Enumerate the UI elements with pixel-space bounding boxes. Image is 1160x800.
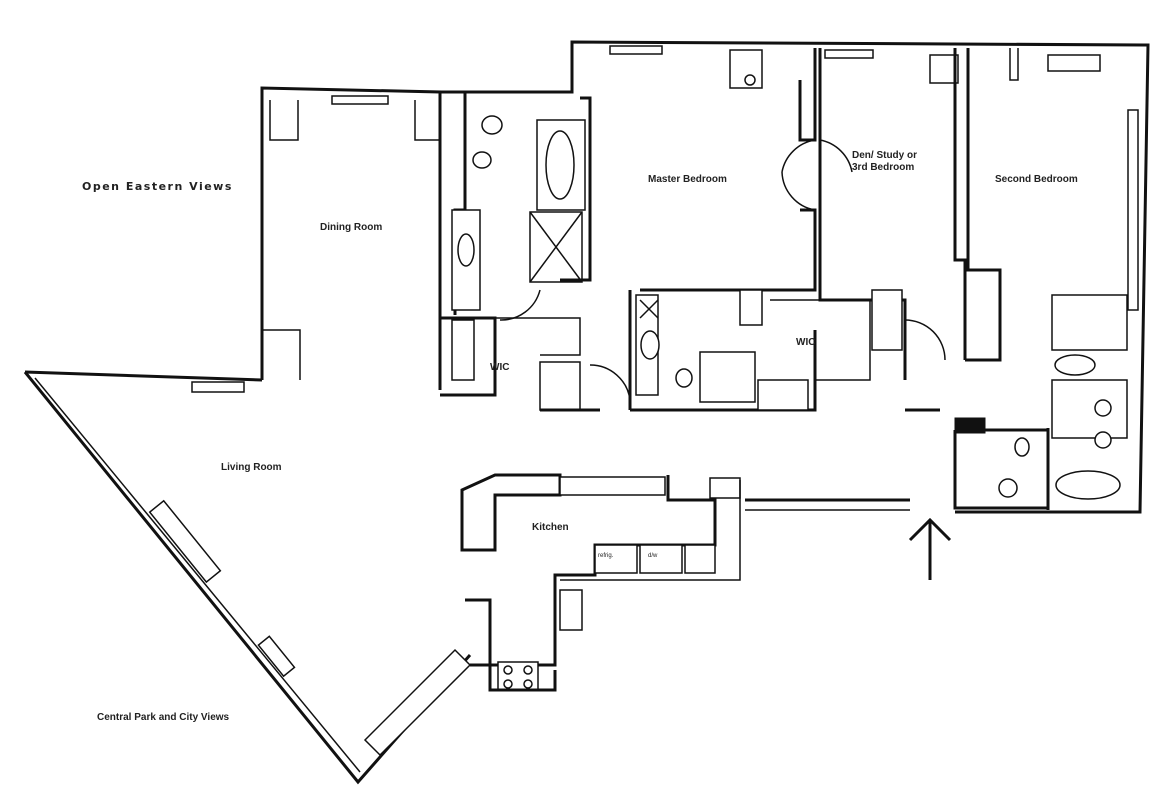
den-label-line2: 3rd Bedroom bbox=[852, 162, 914, 173]
living-room-label: Living Room bbox=[221, 462, 282, 473]
kitchen bbox=[363, 473, 741, 757]
wic-left-label: WIC bbox=[490, 362, 509, 373]
den-study bbox=[770, 48, 967, 412]
second-bedroom-label: Second Bedroom bbox=[995, 174, 1078, 185]
powder-room bbox=[953, 417, 1050, 510]
park-views-label: Central Park and City Views bbox=[97, 712, 230, 723]
second-bedroom bbox=[965, 48, 1128, 510]
master-bath bbox=[440, 92, 631, 412]
dining-room bbox=[262, 100, 440, 380]
entry-arrow-icon bbox=[908, 517, 952, 580]
living-room-north-wall bbox=[24, 370, 263, 382]
master-bedroom bbox=[628, 48, 853, 412]
kitchen-label: Kitchen bbox=[532, 522, 569, 533]
dining-room-walls bbox=[260, 86, 442, 390]
exterior-walls bbox=[23, 40, 1150, 785]
dining-room-label: Dining Room bbox=[320, 222, 382, 233]
master-bedroom-label: Master Bedroom bbox=[648, 174, 727, 185]
den-label-line1: Den/ Study or bbox=[852, 150, 917, 161]
wic-center-label: WIC bbox=[796, 337, 815, 348]
bath-walls bbox=[440, 40, 1150, 514]
windows bbox=[148, 45, 1139, 678]
dishwasher-label: d/w bbox=[648, 553, 658, 559]
refrigerator-label: refrig. bbox=[598, 553, 614, 559]
east-views-label: Open Eastern Views bbox=[82, 180, 233, 193]
